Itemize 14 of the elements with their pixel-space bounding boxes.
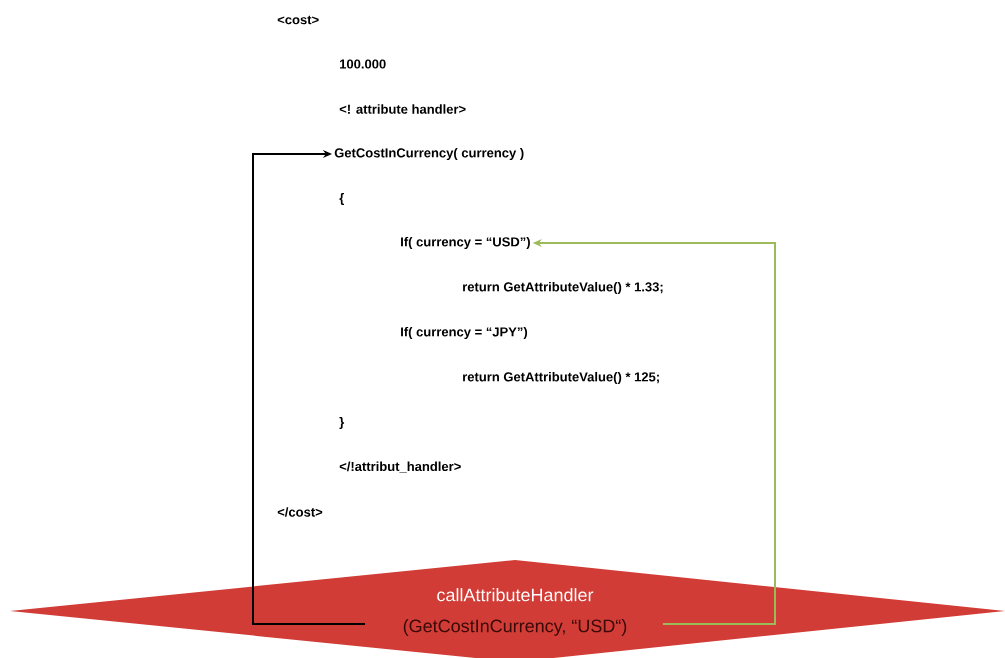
- code-line: <! attribute handler>: [339, 104, 466, 114]
- diamond-band: callAttributeHandler (GetCostInCurrency, “USD“): [10, 560, 1005, 658]
- arrow: [252, 149, 366, 626]
- code-line: return GetAttributeValue() * 1.33;: [463, 281, 663, 295]
- code-line: 100.000: [340, 59, 386, 69]
- code-line: GetCostInCurrency( currency ): [334, 147, 524, 161]
- code-line: <cost>: [277, 15, 319, 25]
- code-line: If( currency = “USD”): [401, 236, 530, 250]
- code-line: }: [339, 416, 345, 430]
- code-line: </cost>: [277, 507, 323, 517]
- code-line: return GetAttributeValue() * 125;: [463, 371, 659, 385]
- code-line: {: [339, 192, 344, 206]
- code-line: If( currency = “JPY”): [401, 326, 528, 340]
- code-line: </!attribut_handler>: [339, 461, 461, 473]
